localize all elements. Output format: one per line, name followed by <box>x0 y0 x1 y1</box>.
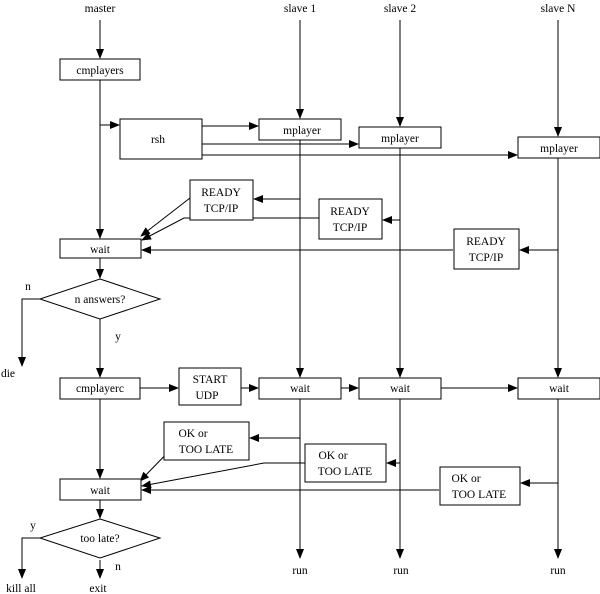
node-ready-2-line-1: READY <box>330 206 370 218</box>
node-start-udp: START UDP <box>178 367 242 406</box>
node-rsh-label: rsh <box>151 134 165 146</box>
node-cmplayerc: cmplayerc <box>59 377 141 400</box>
node-wait-top-label: wait <box>90 244 111 256</box>
node-wait-top: wait <box>59 238 142 259</box>
node-mplayer-n-label: mplayer <box>540 143 578 155</box>
node-n-answers-decision: n answers? <box>38 278 162 320</box>
edge-toolate-yes-to-killall <box>18 537 60 579</box>
node-ready-1: READY TCP/IP <box>189 179 254 221</box>
node-ready-n: READY TCP/IP <box>453 228 520 270</box>
node-ready-1-line-2: TCP/IP <box>204 203 239 215</box>
label-n-branch: n <box>25 281 31 293</box>
node-ready-2-line-2: TCP/IP <box>333 222 368 234</box>
node-wait-n-label: wait <box>549 383 570 395</box>
node-n-answers-label: n answers? <box>75 294 126 306</box>
node-ready-1-line-1: READY <box>201 187 241 199</box>
node-wait-2: wait <box>358 377 442 400</box>
node-ready-n-line-2: TCP/IP <box>469 252 504 264</box>
node-ok-1-line-2: TOO LATE <box>179 444 233 456</box>
node-mplayer-2-label: mplayer <box>381 133 419 145</box>
node-wait-1: wait <box>258 377 342 400</box>
node-ok-n-line-1: OK or <box>451 473 480 485</box>
node-mplayer-1-label: mplayer <box>283 125 321 137</box>
node-ok-1-line-1: OK or <box>178 428 207 440</box>
node-ok-2-line-1: OK or <box>318 450 347 462</box>
label-run-slave-n: run <box>550 565 566 577</box>
node-rsh: rsh <box>119 118 203 160</box>
label-kill-all: kill all <box>6 583 36 594</box>
node-wait-1-label: wait <box>290 383 311 395</box>
column-slave-1: slave 1 <box>284 3 317 15</box>
node-mplayer-2: mplayer <box>358 126 442 149</box>
label-run-slave-2: run <box>393 565 409 577</box>
node-ready-2: READY TCP/IP <box>318 198 383 240</box>
label-run-slave-1: run <box>292 565 308 577</box>
node-start-line-1: START <box>193 374 228 386</box>
node-start-line-2: UDP <box>195 390 218 402</box>
column-slave-n: slave N <box>541 3 577 15</box>
node-ok-1: OK or TOO LATE <box>163 421 250 461</box>
node-mplayer-n: mplayer <box>517 136 600 159</box>
node-too-late-decision: too late? <box>38 518 162 559</box>
node-ok-n: OK or TOO LATE <box>439 466 521 506</box>
column-slave-2: slave 2 <box>384 3 417 15</box>
node-ok-2: OK or TOO LATE <box>304 443 387 483</box>
node-wait-2-label: wait <box>390 383 411 395</box>
node-ok-n-line-2: TOO LATE <box>452 489 506 501</box>
edge-answers-no-to-die <box>18 298 60 367</box>
node-wait-bottom-label: wait <box>90 485 111 497</box>
node-mplayer-1: mplayer <box>258 118 342 141</box>
node-cmplayers-label: cmplayers <box>76 65 124 77</box>
node-ok-2-line-2: TOO LATE <box>318 466 372 478</box>
column-master: master <box>85 3 116 15</box>
node-wait-bottom: wait <box>59 478 142 501</box>
edge-ok-2-to-wait <box>141 462 305 489</box>
label-y-too-late: y <box>30 520 36 532</box>
node-cmplayers: cmplayers <box>59 58 141 81</box>
node-wait-n: wait <box>517 377 600 400</box>
node-cmplayerc-label: cmplayerc <box>76 383 124 395</box>
label-die: die <box>1 368 15 380</box>
node-too-late-label: too late? <box>80 533 119 545</box>
edge-ready-2-to-wait <box>141 217 319 241</box>
label-exit: exit <box>89 583 107 594</box>
node-ready-n-line-1: READY <box>466 236 506 248</box>
label-n-too-late: n <box>115 561 121 573</box>
label-y-branch: y <box>115 331 121 343</box>
edge-ready-1-to-wait <box>140 197 191 237</box>
